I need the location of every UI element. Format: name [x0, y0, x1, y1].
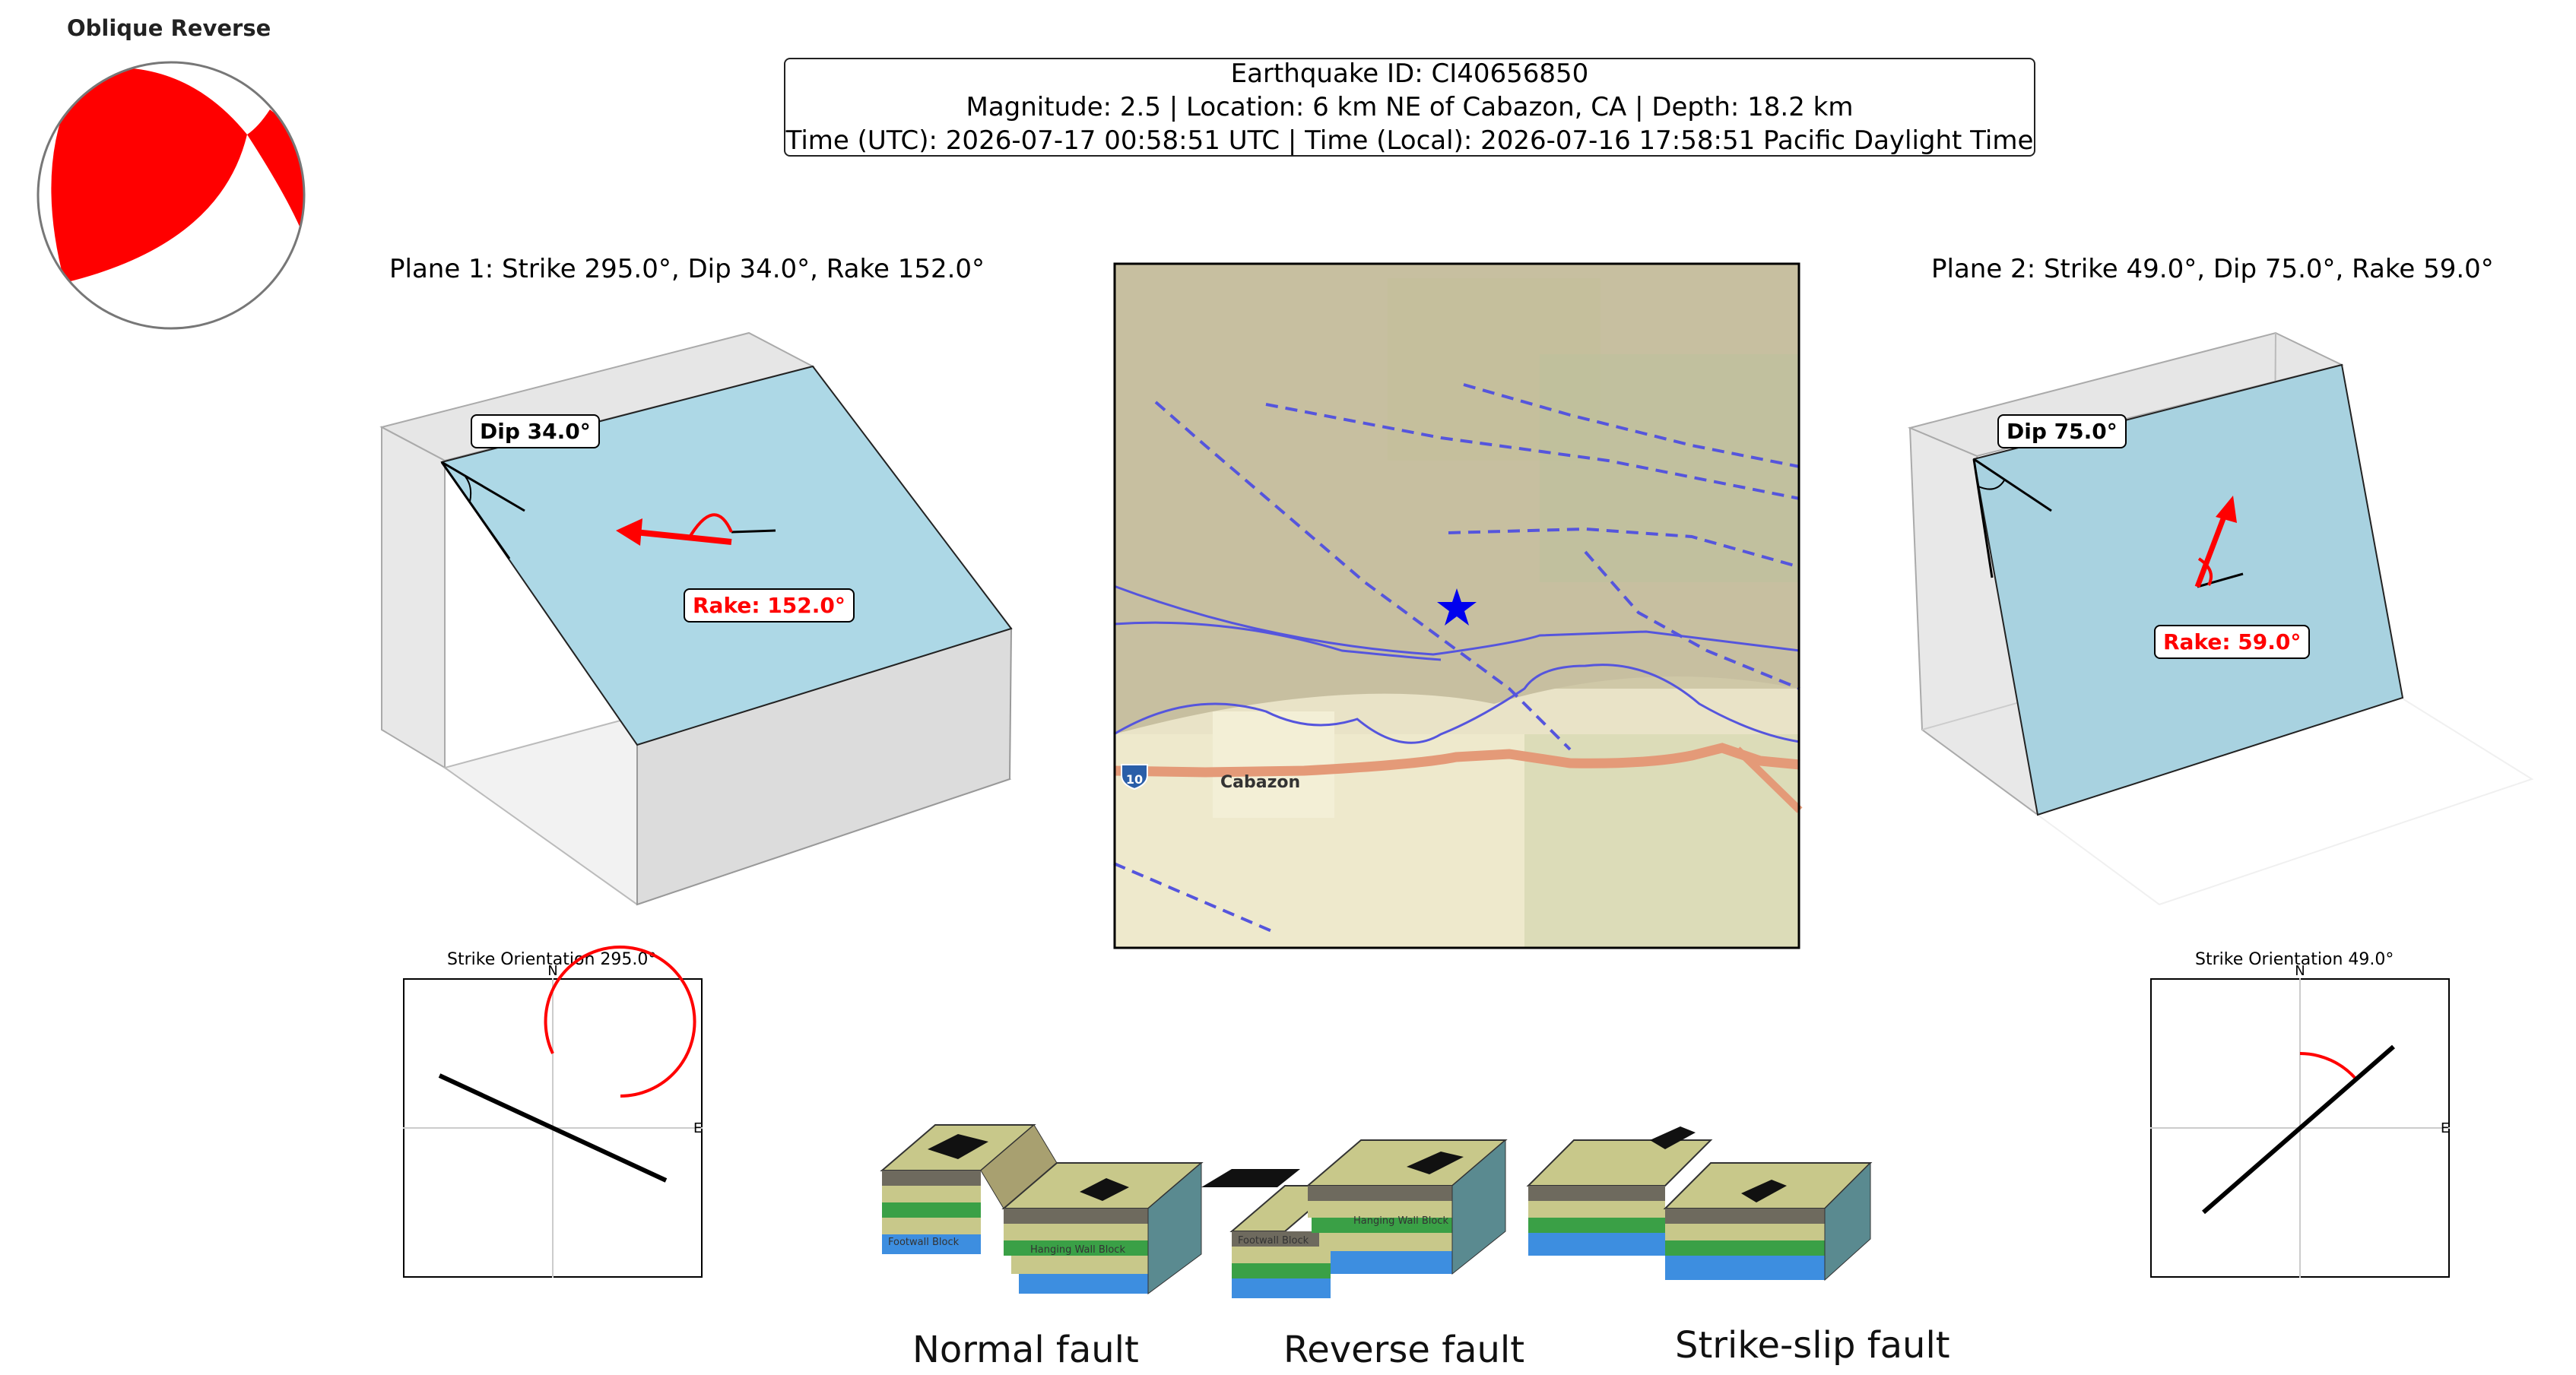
compass2-north-label: N — [2295, 963, 2305, 979]
compressional-quadrant-left — [51, 67, 248, 284]
strike-slip-fault-diagram — [1526, 1126, 1873, 1282]
fault-types-illustration: Footwall Block Hanging Wall Block Footwa… — [880, 1124, 1873, 1298]
reverse-fault-diagram: Footwall Block Hanging Wall Block — [1201, 1139, 1508, 1298]
map-place-label: Cabazon — [1220, 773, 1300, 792]
earthquake-info-box: Earthquake ID: CI40656850 Magnitude: 2.5… — [784, 58, 2035, 157]
strike-slip-fault-label: Strike-slip fault — [1675, 1324, 1950, 1367]
plane1-title: Plane 1: Strike 295.0°, Dip 34.0°, Rake … — [389, 254, 985, 284]
plane2-strike-title: Strike Orientation 49.0° — [2195, 950, 2394, 969]
highway-shield-number: 10 — [1126, 772, 1143, 787]
earthquake-time: Time (UTC): 2026-07-17 00:58:51 UTC | Ti… — [785, 125, 2034, 156]
normal-hanging-label: Hanging Wall Block — [1030, 1244, 1125, 1256]
reverse-fault-label: Reverse fault — [1283, 1329, 1525, 1371]
epicenter-star-icon — [1437, 588, 1477, 626]
plane1-rake-label: Rake: 152.0° — [684, 588, 855, 623]
normal-footwall-label: Footwall Block — [888, 1237, 960, 1248]
beachball-title: Oblique Reverse — [67, 15, 271, 41]
reverse-footwall-label: Footwall Block — [1238, 1235, 1309, 1247]
plane2-strike-compass: N E — [2150, 963, 2450, 1278]
plane2-fault-plane — [1972, 363, 2404, 816]
earthquake-id: Earthquake ID: CI40656850 — [1230, 59, 1589, 89]
plane1-fault-plane — [440, 365, 1013, 746]
plane1-strike-compass: N E — [403, 946, 703, 1278]
plane2-dip-label: Dip 75.0° — [1997, 414, 2127, 448]
plane1-strike-title: Strike Orientation 295.0° — [447, 950, 657, 969]
highway-shield-icon — [1121, 764, 1148, 790]
plane2-rake-label: Rake: 59.0° — [2154, 625, 2311, 659]
epicenter-map: 10 Cabazon — [1113, 262, 1803, 949]
compass1-east-label: E — [693, 1120, 702, 1136]
earthquake-magnitude-location: Magnitude: 2.5 | Location: 6 km NE of Ca… — [966, 92, 1854, 122]
plane1-dip-label: Dip 34.0° — [471, 414, 600, 448]
plane2-title: Plane 2: Strike 49.0°, Dip 75.0°, Rake 5… — [1931, 254, 2494, 284]
normal-fault-label: Normal fault — [912, 1329, 1139, 1371]
reverse-hanging-label: Hanging Wall Block — [1353, 1215, 1448, 1227]
normal-fault-diagram: Footwall Block Hanging Wall Block — [880, 1124, 1204, 1294]
compass2-east-label: E — [2441, 1120, 2449, 1136]
beachball-diagram — [36, 61, 306, 330]
compass1-north-label: N — [547, 963, 557, 979]
